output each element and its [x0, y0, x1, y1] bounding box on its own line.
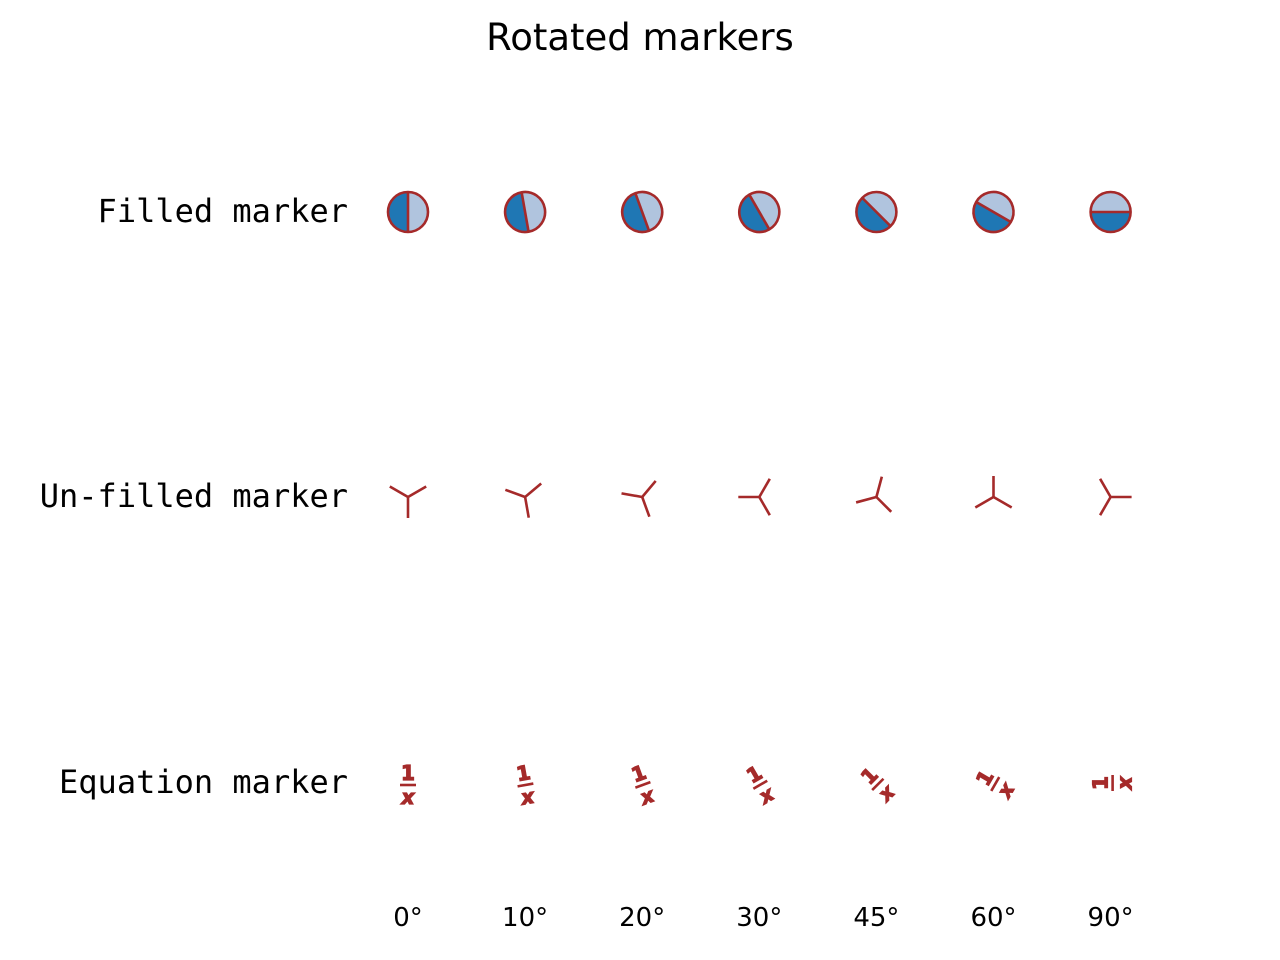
equation-marker: 1x [970, 765, 1020, 803]
svg-text:1: 1 [514, 760, 532, 786]
angle-label: 60° [970, 903, 1016, 933]
svg-text:1: 1 [1089, 776, 1113, 790]
angle-labels: 0° 10° 20° 30° 45° 60° 90° [393, 903, 1133, 933]
angle-label: 0° [393, 903, 423, 933]
equation-marker: 1x [742, 760, 780, 810]
half-filled-circle-marker [972, 190, 1015, 234]
half-filled-circle-marker [503, 190, 547, 234]
chart-title: Rotated markers [486, 16, 794, 59]
equation-marker: 1x [514, 760, 538, 811]
angle-label: 20° [619, 903, 665, 933]
half-filled-circle-marker [1089, 190, 1132, 234]
tri-down-marker [389, 485, 427, 518]
equation-marker: 1x [628, 759, 659, 810]
half-filled-circle-marker [386, 190, 430, 234]
svg-text:1: 1 [401, 761, 415, 785]
half-filled-circle-marker [620, 190, 664, 234]
half-filled-circle-marker [737, 190, 781, 234]
svg-text:x: x [992, 777, 1020, 802]
svg-text:x: x [636, 782, 658, 810]
tri-down-marker [855, 476, 893, 513]
unfilled-marker-row [389, 476, 1132, 518]
svg-text:x: x [754, 781, 779, 809]
tri-down-marker [504, 482, 543, 518]
tri-down-marker [738, 478, 771, 516]
tri-down-marker [1098, 478, 1132, 516]
angle-label: 45° [853, 903, 899, 933]
tri-down-marker [621, 480, 657, 518]
angle-label: 30° [736, 903, 782, 933]
row-label-unfilled: Un-filled marker [40, 477, 348, 515]
filled-marker-row [386, 190, 1132, 234]
angle-label: 90° [1088, 903, 1134, 933]
half-filled-circle-marker [855, 190, 898, 234]
equation-marker: 1x [400, 760, 416, 809]
svg-text:x: x [401, 785, 416, 809]
equation-marker: 1x [855, 762, 900, 807]
svg-text:x: x [518, 784, 537, 810]
tri-down-marker [974, 476, 1013, 509]
row-label-filled: Filled marker [98, 192, 348, 230]
angle-label: 10° [502, 903, 548, 933]
row-label-equation: Equation marker [59, 763, 348, 801]
svg-text:x: x [1113, 775, 1137, 790]
